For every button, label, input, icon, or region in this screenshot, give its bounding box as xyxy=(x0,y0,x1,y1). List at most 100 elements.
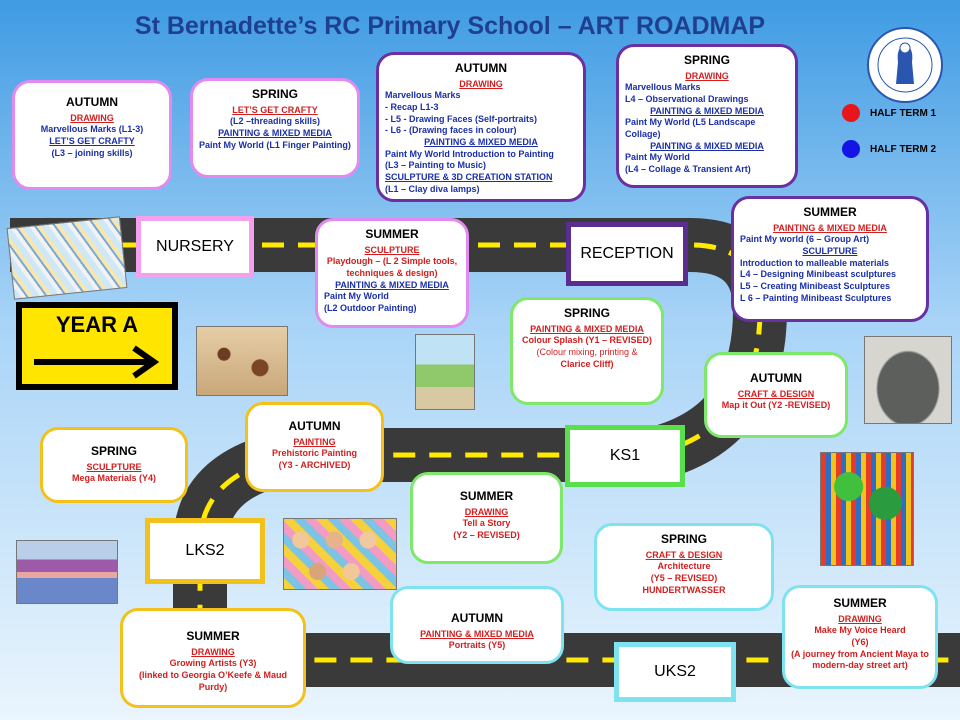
box-line: Paint My World (L5 Landscape Collage) xyxy=(625,117,756,140)
school-badge xyxy=(867,27,943,103)
term-heading: SPRING xyxy=(660,532,707,546)
term-heading: SUMMER xyxy=(459,489,514,503)
box-line: SCULPTURE xyxy=(86,461,142,472)
box-line: LET’S GET CRAFTY xyxy=(232,104,318,115)
cave-painting-image xyxy=(196,326,288,396)
box-line: SCULPTURE & 3D CREATION STATION xyxy=(385,172,553,183)
box-line: Architecture xyxy=(657,561,711,572)
term-heading: AUTUMN xyxy=(750,371,802,385)
term-heading: AUTUMN xyxy=(288,419,341,433)
nursery-spring-box: SPRING LET’S GET CRAFTY (L2 –threading s… xyxy=(190,78,360,178)
term-heading: SUMMER xyxy=(803,205,857,219)
reception-summer-box: SUMMER PAINTING & MIXED MEDIA Paint My w… xyxy=(731,196,929,322)
crayon-drawing-image xyxy=(6,216,128,300)
box-line: (Y6) xyxy=(851,636,869,647)
half-term-2-dot xyxy=(842,140,860,158)
box-line: CRAFT & DESIGN xyxy=(645,549,723,560)
lks2-spring-box: SPRING SCULPTURE Mega Materials (Y4) xyxy=(40,427,188,503)
legend-label: HALF TERM 1 xyxy=(870,107,937,119)
box-line: Mega Materials (Y4) xyxy=(71,473,157,484)
box-line: (L2 –threading skills) xyxy=(229,116,321,127)
box-line: PAINTING & MIXED MEDIA xyxy=(424,137,538,148)
box-line: - L6 - (Drawing faces in colour) xyxy=(385,125,517,136)
box-line: Make My Voice Heard xyxy=(814,625,906,636)
box-line: Tell a Story xyxy=(462,518,511,529)
box-line: PAINTING & MIXED MEDIA xyxy=(650,140,764,151)
term-heading: AUTUMN xyxy=(451,611,503,625)
hundertwasser-trees-image xyxy=(820,452,914,566)
box-line: SCULPTURE xyxy=(802,245,858,256)
box-line: Map it Out (Y2 -REVISED) xyxy=(721,400,831,411)
portraits-collage-image xyxy=(283,518,397,590)
uks2-spring-box: SPRING CRAFT & DESIGN Architecture (Y5 –… xyxy=(594,523,774,611)
year-a-sign: YEAR A xyxy=(16,302,178,390)
term-heading: AUTUMN xyxy=(455,61,507,75)
box-line: L 6 – Painting Minibeast Sculptures xyxy=(740,292,892,303)
box-line: Paint My World Introduction to Painting xyxy=(385,148,554,159)
box-line: - Recap L1-3 xyxy=(385,101,439,112)
term-heading: SPRING xyxy=(251,87,298,101)
stage-nursery: NURSERY xyxy=(136,216,254,278)
box-line: PAINTING & MIXED MEDIA xyxy=(218,127,332,138)
stage-ks1: KS1 xyxy=(565,425,685,487)
box-line: (Colour mixing, printing & xyxy=(536,346,638,357)
box-line: (Y3 - ARCHIVED) xyxy=(278,459,351,470)
term-heading: SPRING xyxy=(563,306,610,320)
box-line: PAINTING & MIXED MEDIA xyxy=(335,279,449,290)
box-line: LET’S GET CRAFTY xyxy=(49,135,135,146)
box-line: DRAWING xyxy=(191,646,235,657)
box-line: SCULPTURE xyxy=(364,244,420,255)
box-line: Marvellous Marks (L1-3) xyxy=(40,124,144,135)
box-line: L4 – Designing Minibeast sculptures xyxy=(740,269,897,280)
arrow-right-icon xyxy=(34,345,160,379)
reception-spring-box: SPRING DRAWING Marvellous Marks L4 – Obs… xyxy=(616,44,798,188)
term-heading: SUMMER xyxy=(833,596,887,610)
uks2-summer-box: SUMMER DRAWING Make My Voice Heard (Y6) … xyxy=(782,585,938,689)
box-line: (L1 – Clay diva lamps) xyxy=(385,183,480,194)
ks1-autumn-box: AUTUMN CRAFT & DESIGN Map it Out (Y2 -RE… xyxy=(704,352,848,438)
term-heading: SPRING xyxy=(683,53,730,67)
box-line: (linked to Georgia O’Keefe & Maud Purdy) xyxy=(138,669,288,692)
legend-half-term-1: HALF TERM 1 xyxy=(842,104,936,122)
box-line: HUNDERTWASSER xyxy=(642,584,726,595)
stage-uks2: UKS2 xyxy=(614,642,736,702)
box-line: Colour Splash (Y1 – REVISED) xyxy=(521,335,653,346)
box-line: (Y2 – REVISED) xyxy=(453,529,520,540)
box-line: Paint My World xyxy=(625,152,690,163)
box-line: Playdough – (L 2 Simple tools, technique… xyxy=(326,256,458,278)
box-line: (L3 – Painting to Music) xyxy=(385,160,487,171)
box-line: CRAFT & DESIGN xyxy=(737,388,815,399)
box-line: (L3 – joining skills) xyxy=(51,147,133,158)
ks1-spring-box: SPRING PAINTING & MIXED MEDIA Colour Spl… xyxy=(510,297,664,405)
lks2-autumn-box: AUTUMN PAINTING Prehistoric Painting (Y3… xyxy=(245,402,384,492)
box-line: L4 – Observational Drawings xyxy=(625,93,749,104)
nursery-summer-box: SUMMER SCULPTURE Playdough – (L 2 Simple… xyxy=(315,218,469,328)
box-line: DRAWING xyxy=(685,70,729,81)
box-line: Prehistoric Painting xyxy=(271,448,358,459)
box-line: Paint My world (6 – Group Art) xyxy=(740,234,870,245)
clay-monster-image xyxy=(864,336,952,424)
box-line: - L5 - Drawing Faces (Self-portraits) xyxy=(385,113,538,124)
box-line: Marvellous Marks xyxy=(625,82,701,93)
page-title: St Bernadette’s RC Primary School – ART … xyxy=(134,12,766,40)
term-heading: SUMMER xyxy=(365,227,419,241)
box-line: DRAWING xyxy=(459,78,503,89)
box-line: Introduction to malleable materials xyxy=(740,257,890,268)
box-line: Clarice Cliff) xyxy=(560,358,614,369)
box-line: (L2 Outdoor Painting) xyxy=(324,303,417,314)
box-line: PAINTING & MIXED MEDIA xyxy=(530,323,644,334)
term-heading: AUTUMN xyxy=(66,95,118,109)
box-line: PAINTING xyxy=(293,436,336,447)
box-line: L5 – Creating Minibeast Sculptures xyxy=(740,281,891,292)
term-heading: SPRING xyxy=(90,444,137,458)
box-line: DRAWING xyxy=(464,506,509,517)
box-line: DRAWING xyxy=(70,112,114,123)
box-line: Growing Artists (Y3) xyxy=(169,658,257,669)
box-line: Paint My World xyxy=(324,291,389,302)
box-line: Portraits (Y5) xyxy=(448,640,506,651)
year-a-label: YEAR A xyxy=(55,312,139,337)
ks1-summer-box: SUMMER DRAWING Tell a Story (Y2 – REVISE… xyxy=(410,472,563,564)
reception-autumn-box: AUTUMN DRAWING Marvellous Marks - Recap … xyxy=(376,52,586,202)
uks2-autumn-box: AUTUMN PAINTING & MIXED MEDIA Portraits … xyxy=(390,586,564,664)
